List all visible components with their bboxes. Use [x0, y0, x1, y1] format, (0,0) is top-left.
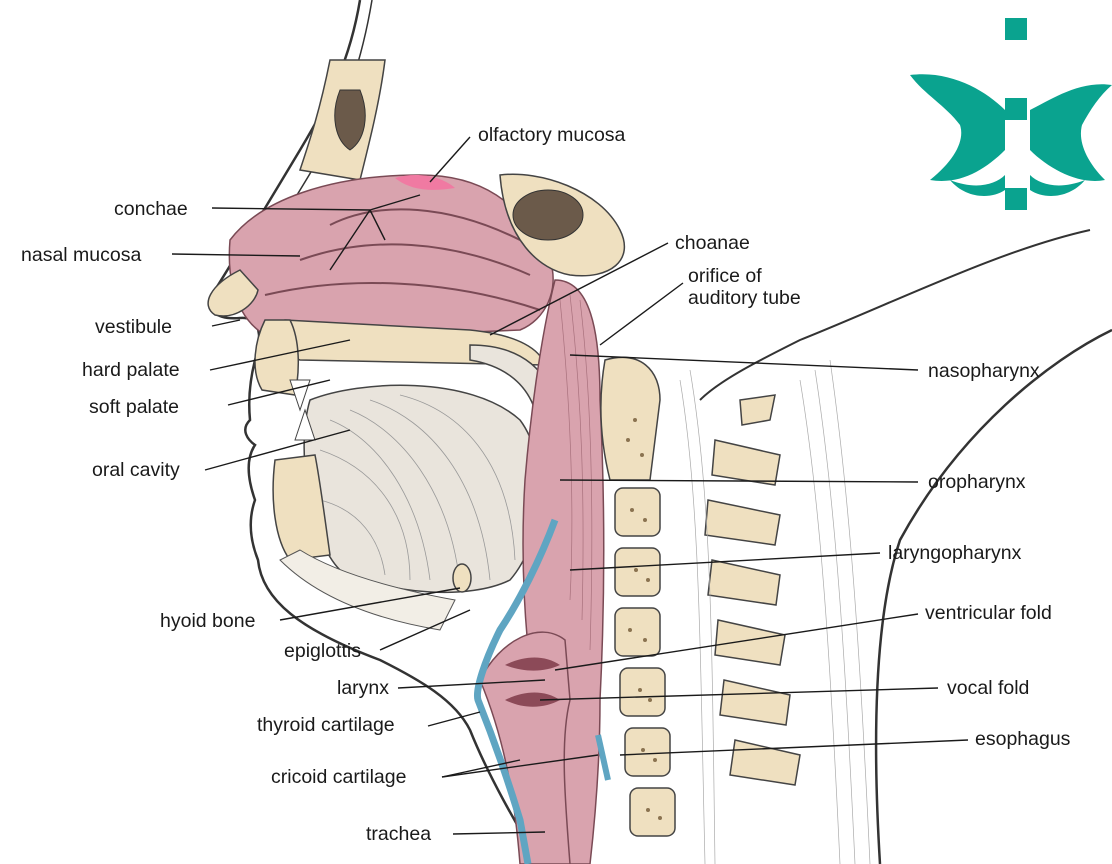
label-trachea: trachea: [366, 823, 431, 845]
label-choanae: choanae: [675, 232, 750, 254]
cervical-vertebrae: [601, 357, 675, 836]
label-laryngopharynx: laryngopharynx: [888, 542, 1021, 564]
label-olfactory-mucosa: olfactory mucosa: [478, 124, 625, 146]
label-vestibule: vestibule: [95, 316, 172, 338]
label-cricoid-cartilage: cricoid cartilage: [271, 766, 406, 788]
label-nasopharynx: nasopharynx: [928, 360, 1040, 382]
spinous-processes: [705, 395, 800, 785]
label-thyroid-cartilage: thyroid cartilage: [257, 714, 395, 736]
tongue: [304, 385, 540, 592]
label-epiglottis: epiglottis: [284, 640, 361, 662]
label-vocal-fold: vocal fold: [947, 677, 1029, 699]
sphenoid-sinus: [513, 190, 583, 240]
label-hyoid-bone: hyoid bone: [160, 610, 255, 632]
cricoid-cartilage-shape: [598, 735, 608, 780]
hyoid-bone-shape: [453, 564, 471, 592]
label-hard-palate: hard palate: [82, 359, 180, 381]
label-oropharynx: oropharynx: [928, 471, 1026, 493]
label-orifice-of-auditory-tube: orifice of auditory tube: [688, 265, 801, 309]
flame-seal-logo: [910, 18, 1112, 210]
label-conchae: conchae: [114, 198, 188, 220]
label-nasal-mucosa: nasal mucosa: [21, 244, 141, 266]
label-esophagus: esophagus: [975, 728, 1070, 750]
label-larynx: larynx: [337, 677, 389, 699]
label-oral-cavity: oral cavity: [92, 459, 180, 481]
label-ventricular-fold: ventricular fold: [925, 602, 1052, 624]
neck-muscle-lines: [680, 360, 870, 864]
neck-back-skin: [876, 330, 1112, 864]
label-soft-palate: soft palate: [89, 396, 179, 418]
